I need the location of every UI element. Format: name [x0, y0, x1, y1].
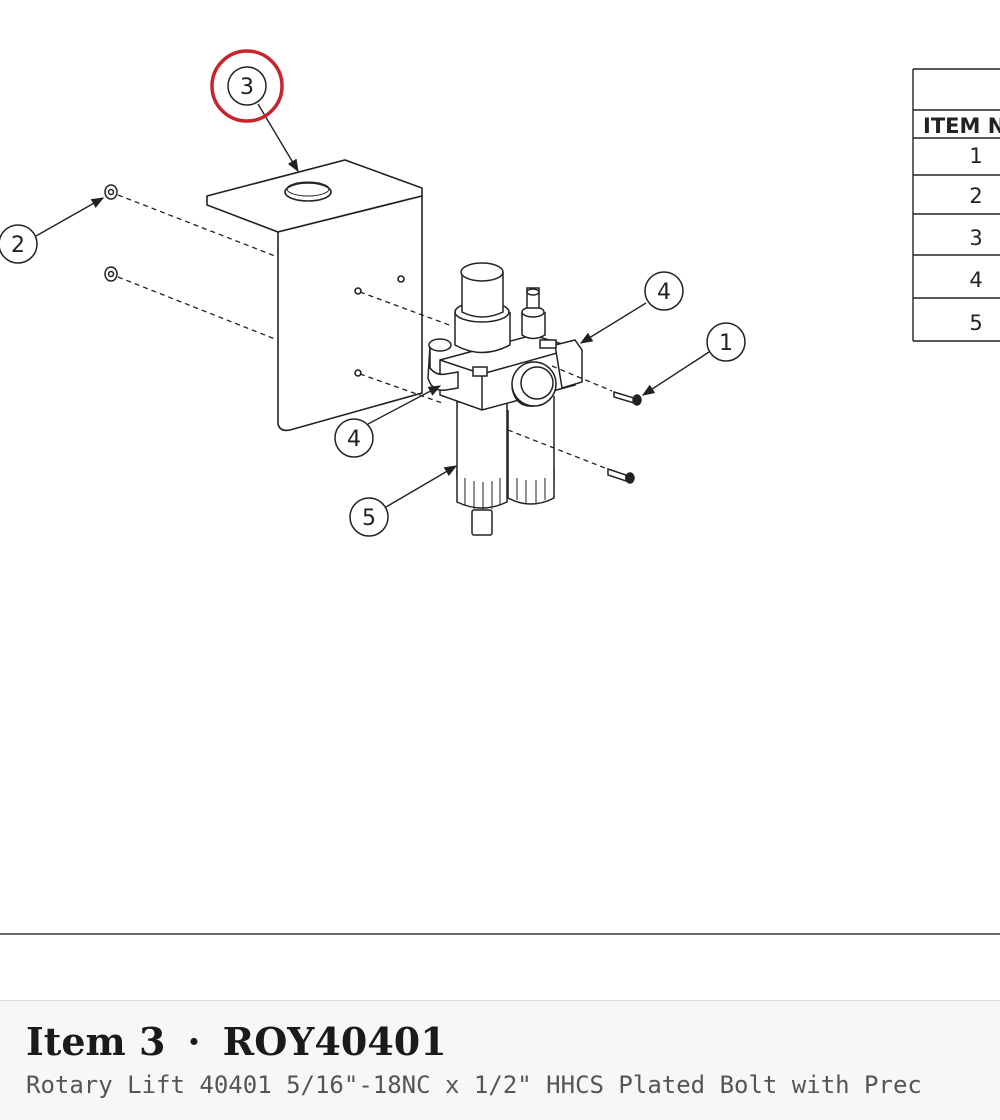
parts-table-cell: 3 [969, 226, 982, 250]
nut-lower [104, 266, 118, 282]
item-label: Item 3 [26, 1019, 166, 1064]
parts-table-cell: 4 [969, 268, 982, 292]
parts-table-header: ITEM N [923, 114, 1000, 138]
callout-2[interactable]: 2 [0, 224, 38, 264]
assembly-dashed-lines [117, 194, 613, 469]
callout-number: 2 [11, 233, 25, 258]
parts-table-cell: 2 [969, 184, 982, 208]
callout-number: 3 [240, 75, 254, 100]
bolt-lower [607, 467, 635, 484]
filter-regulator-assembly [427, 262, 583, 536]
parts-table [912, 68, 1000, 342]
callout-number: 5 [362, 506, 376, 531]
callout-5[interactable]: 5 [349, 497, 389, 537]
exploded-parts-diagram: 3 2 4 1 4 5 ITEM N 1 2 3 4 5 [0, 49, 1000, 935]
callout-3[interactable]: 3 [210, 49, 284, 123]
parts-table-cell: 1 [969, 144, 982, 168]
mounting-bracket [206, 159, 423, 432]
item-heading: Item 3 · ROY40401 [26, 1019, 447, 1064]
bolt-upper [613, 390, 642, 406]
item-description: Rotary Lift 40401 5/16"-18NC x 1/2" HHCS… [26, 1071, 922, 1099]
nut-upper [104, 184, 118, 200]
callout-number: 4 [347, 427, 361, 452]
leader-arrows [35, 103, 710, 508]
parts-table-cell: 5 [969, 311, 982, 335]
item-info-panel: Item 3 · ROY40401 Rotary Lift 40401 5/16"-… [0, 1000, 1000, 1120]
callout-4-upper[interactable]: 4 [644, 271, 684, 311]
callout-number: 4 [657, 280, 671, 305]
callout-number: 1 [719, 331, 733, 356]
callout-1[interactable]: 1 [706, 322, 746, 362]
highlight-ring [210, 49, 284, 123]
heading-separator: · [187, 1019, 201, 1064]
part-number: ROY40401 [222, 1019, 447, 1064]
callout-4-lower[interactable]: 4 [334, 418, 374, 458]
